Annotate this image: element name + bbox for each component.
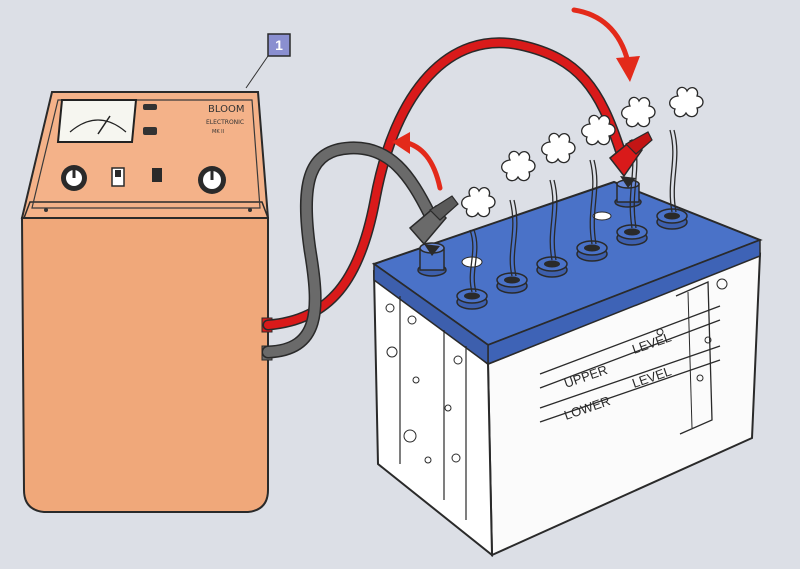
callout-1: 1 xyxy=(267,33,291,57)
cell-cap xyxy=(656,208,688,230)
voltage-toggle-switch xyxy=(111,167,125,187)
battery-charger: BLOOM ELECTRONIC MK II xyxy=(20,91,273,513)
gas-bubble xyxy=(501,150,536,277)
lower-level-line xyxy=(539,345,721,409)
cell-cap xyxy=(456,288,488,310)
fuse-holder xyxy=(143,127,157,135)
cell-cap xyxy=(496,272,528,294)
ammeter xyxy=(56,99,138,143)
gas-bubbles xyxy=(461,86,704,293)
battery: UPPER LEVEL LOWER LEVEL xyxy=(371,179,763,558)
negative-clamp xyxy=(408,195,459,256)
meter-needle xyxy=(97,115,111,135)
cell-cap xyxy=(536,256,568,278)
negative-cable xyxy=(263,142,435,357)
charger-body xyxy=(20,217,269,513)
charger-model: MK II xyxy=(212,129,224,135)
control-panel-frame xyxy=(31,99,261,209)
battery-lid-side xyxy=(373,262,489,366)
gas-bubble xyxy=(669,86,704,213)
gas-bubble xyxy=(581,114,616,245)
curved-arrow-down-icon xyxy=(571,7,640,82)
callout-box xyxy=(267,33,291,57)
callout-leader xyxy=(245,55,269,89)
positive-clamp xyxy=(608,131,653,188)
gas-bubble xyxy=(541,132,576,261)
current-knob xyxy=(198,166,226,194)
charger-subtext: ELECTRONIC xyxy=(206,119,244,126)
gas-bubble xyxy=(461,186,496,293)
cell-cap xyxy=(616,224,648,246)
timer-knob xyxy=(61,165,87,191)
cell-cap xyxy=(576,240,608,262)
charger-brand: BLOOM xyxy=(208,104,244,115)
cell-caps xyxy=(456,208,688,310)
curved-arrow-up-icon xyxy=(392,132,443,191)
upper-level-line xyxy=(539,305,721,375)
callout-number: 1 xyxy=(275,37,283,53)
positive-cable xyxy=(264,38,624,329)
power-switch xyxy=(152,168,162,182)
plus-marking xyxy=(592,211,612,221)
indicator-switch xyxy=(143,104,157,110)
